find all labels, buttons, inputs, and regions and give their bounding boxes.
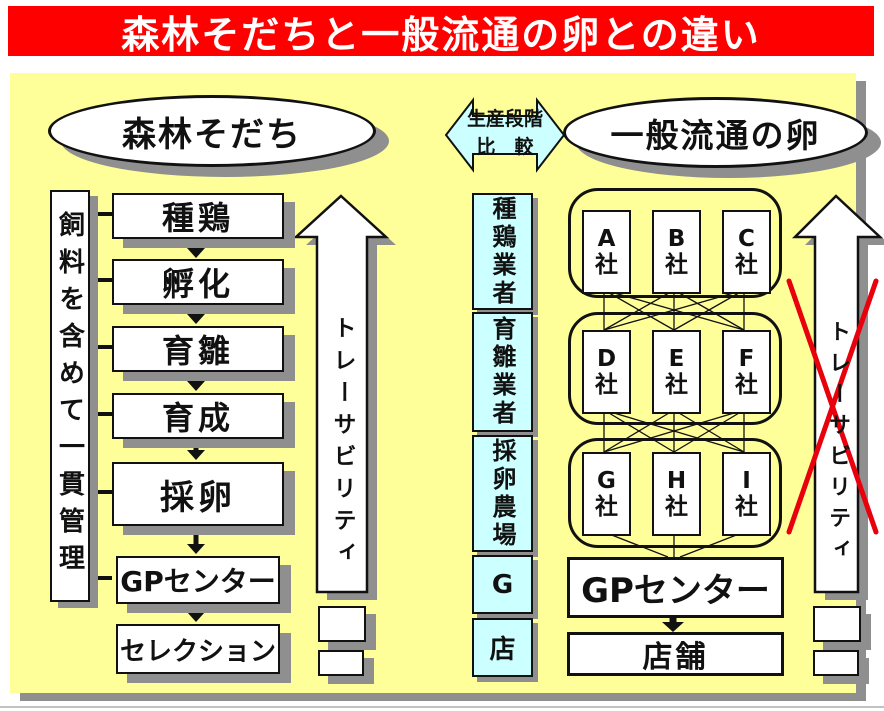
company-label: H 社 [665,467,688,520]
title-banner: 森林そだちと一般流通の卵との違い [8,6,874,57]
forest-step-label: 育雛 [161,332,234,370]
forest-step-box: 種鶏 [112,193,284,239]
page-title: 森林そだちと一般流通の卵との違い [121,12,761,57]
forest-step-label: セレクション [119,636,276,667]
small-decor-box [318,606,366,642]
stage-box: 採卵農場 [472,435,533,552]
general-heading-ellipse: 一般流通の卵 [563,97,868,168]
company-label: B 社 [665,225,688,278]
company-label: D 社 [595,345,618,398]
forest-step-box: 育雛 [112,326,284,372]
forest-step-label: 孵化 [161,265,234,303]
stage-box: 種鶏業者 [472,193,533,310]
company-label: G 社 [595,467,618,520]
stage-box: G [472,555,533,614]
forest-heading: 森林そだち [122,114,302,155]
supplier-group-2 [568,312,782,425]
forest-step-box: 採卵 [112,462,284,526]
company-box: D 社 [582,330,631,414]
traceability-label-right: トレーサビリティ [823,308,851,580]
traceability-text: トレーサビリティ [825,320,850,568]
stage-label: 店 [489,635,516,665]
small-decor-box [813,650,859,676]
company-label: E 社 [665,345,688,398]
small-decor-box [318,650,364,676]
stage-box: 店 [472,618,533,677]
company-box: H 社 [652,452,701,536]
company-box: G 社 [582,452,631,536]
company-label: I 社 [735,467,758,520]
forest-step-box: 孵化 [112,259,284,305]
company-label: A 社 [595,225,618,278]
forest-step-label: GPセンター [120,565,276,598]
supplier-group-3 [568,438,782,548]
company-label: F 社 [735,345,758,398]
stage-label: G [491,569,514,600]
stage-label: 育雛業者 [488,316,516,428]
supplier-group-1 [568,188,782,298]
company-box: C 社 [722,210,771,294]
management-bar: 飼料を含めて一貫管理 [50,190,90,602]
store-box: 店舗 [567,632,784,676]
forest-step-label: 種鶏 [161,199,234,237]
forest-step-label: 育成 [161,399,234,437]
slide-bottom-edge [0,706,884,708]
forest-step-box: セレクション [116,624,280,674]
management-bar-label: 飼料を含めて一貫管理 [54,211,85,581]
compare-line2: 比 較 [476,136,534,158]
forest-step-label: 採卵 [160,477,236,518]
gp-center-box: GPセンター [567,557,784,618]
compare-arrow-label: 生産段階 比 較 [455,103,555,165]
stage-label: 採卵農場 [488,437,516,550]
forest-step-box: GPセンター [116,556,280,604]
store-label: 店舗 [642,640,709,675]
compare-line1: 生産段階 [466,108,543,131]
company-box: F 社 [722,330,771,414]
forest-step-box: 育成 [112,393,284,439]
stage-box: 育雛業者 [472,312,533,432]
stage-label: 種鶏業者 [488,195,516,308]
company-box: I 社 [722,452,771,536]
company-box: E 社 [652,330,701,414]
traceability-text: トレーサビリティ [329,316,355,572]
traceability-label-left: トレーサビリティ [328,308,356,580]
general-heading: 一般流通の卵 [610,115,821,155]
company-box: B 社 [652,210,701,294]
company-label: C 社 [735,225,758,278]
company-box: A 社 [582,210,631,294]
forest-heading-ellipse: 森林そだち [48,95,376,167]
gp-center-label: GPセンター [581,571,770,611]
small-decor-box [813,606,861,642]
